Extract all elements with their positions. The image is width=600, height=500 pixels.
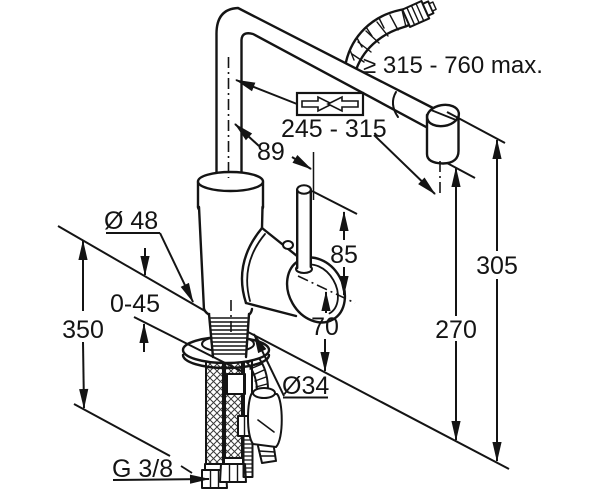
dimension-lines [57, 79, 510, 484]
label-spout-reach: 245 - 315 [281, 115, 387, 143]
label-body-axis-height: 70 [311, 313, 339, 341]
dimension-labels: ≥ 315 - 760 max. 245 - 315 89 Ø 48 85 30… [62, 52, 543, 483]
threaded-shank [207, 312, 251, 359]
arrow-right-icon [301, 95, 334, 113]
spray-head-seam [430, 109, 457, 121]
dim-tap-hole [253, 333, 328, 399]
deck-top-plane-right [247, 331, 510, 470]
pullout-hose-below-deck [240, 351, 283, 464]
knob-axis-centerline [297, 275, 356, 304]
label-body-diameter: Ø 48 [104, 207, 158, 235]
label-outlet-height: 270 [435, 316, 477, 344]
label-hose-extension: ≥ 315 - 760 max. [363, 52, 543, 79]
hose-clip [226, 373, 246, 395]
dim-body-diameter [106, 232, 194, 303]
escutcheon-front-edge [181, 353, 271, 370]
hose-coupling [247, 392, 283, 448]
deck-bottom-plane [133, 316, 244, 373]
dim-hose-length [78, 240, 89, 409]
hose-connector-icon [401, 0, 437, 28]
label-handle-offset: 89 [257, 138, 285, 166]
lever-pin [296, 188, 312, 270]
centerlines [227, 57, 441, 334]
handle-mount-seam [240, 226, 264, 305]
handle-mount-lower-line [244, 301, 298, 318]
arrow-left-icon [326, 95, 359, 113]
dim-thread [112, 465, 210, 484]
flexible-hose-arc [344, 0, 437, 75]
indicator-dot-icon [282, 240, 294, 250]
label-lever-height: 85 [330, 241, 358, 269]
hose-end-plane [73, 403, 171, 457]
label-tap-hole-diameter: Ø34 [282, 372, 329, 400]
label-connection-thread: G 3/8 [112, 455, 173, 483]
label-spout-top-height: 305 [476, 252, 518, 280]
lever-top-plane [311, 190, 358, 215]
spout-top-plane [446, 111, 506, 144]
outlet-plane [446, 162, 476, 179]
spray-head [425, 103, 461, 165]
dim-body-axis-height [320, 291, 331, 372]
label-hose-length: 350 [62, 316, 104, 344]
faucet-body [197, 205, 266, 318]
pullout-range-icon [295, 91, 365, 117]
label-mounting-thickness: 0-45 [110, 290, 160, 318]
dim-spout-reach [235, 79, 436, 195]
dim-handle-offset [234, 123, 312, 170]
dim-mounting-thickness [139, 248, 150, 352]
handle-mount-upper-line [260, 226, 304, 262]
spout-tube [215, 6, 435, 178]
